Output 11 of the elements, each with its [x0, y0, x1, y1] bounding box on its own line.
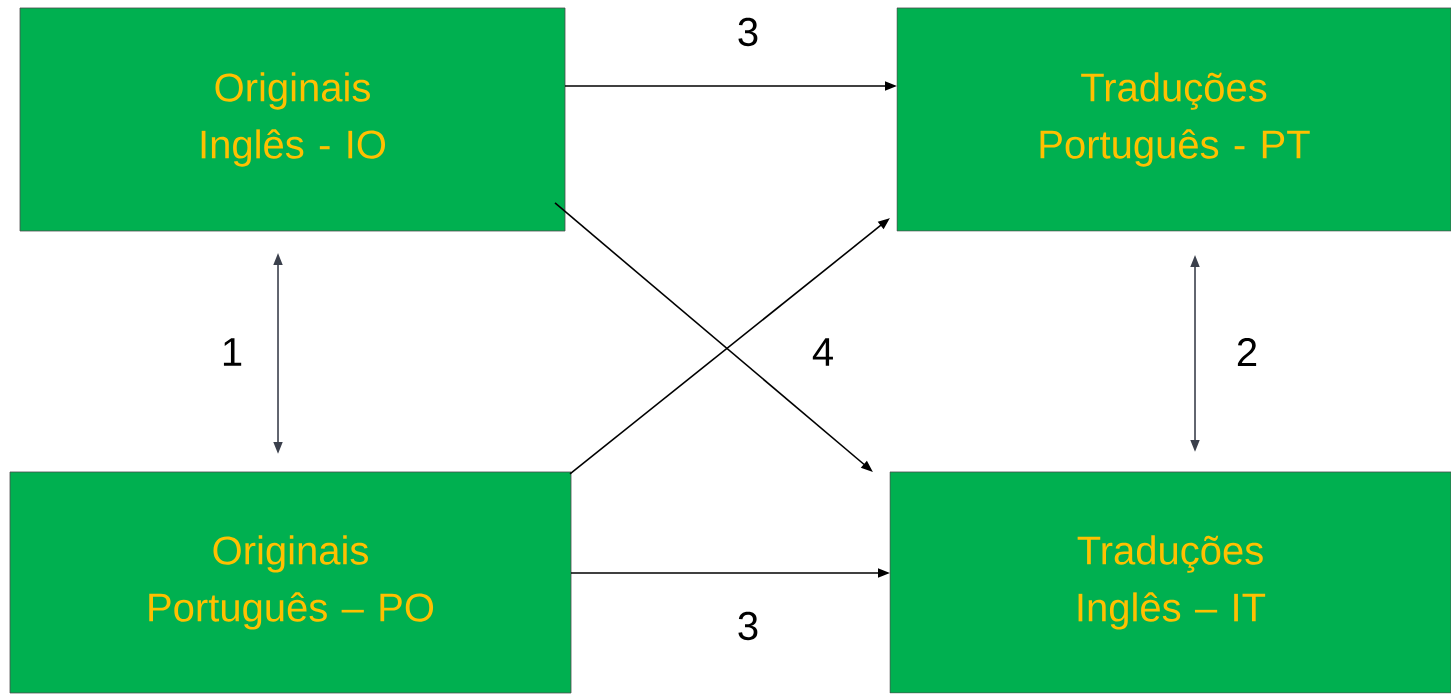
- arrow: [554, 202, 873, 472]
- number-label: 4: [809, 336, 837, 368]
- process-box: Originais Português – PO: [9, 471, 572, 694]
- process-box: Originais Inglês - IO: [19, 7, 566, 232]
- edge-label: 2: [1233, 336, 1261, 368]
- edge-label: 3: [734, 15, 762, 49]
- edge-label: 1: [218, 336, 246, 368]
- arrow: [569, 218, 890, 475]
- process-box: Traduções Português - PT: [896, 7, 1451, 232]
- process-box: Traduções Inglês – IT: [889, 471, 1451, 694]
- edge-label: 3: [734, 609, 762, 643]
